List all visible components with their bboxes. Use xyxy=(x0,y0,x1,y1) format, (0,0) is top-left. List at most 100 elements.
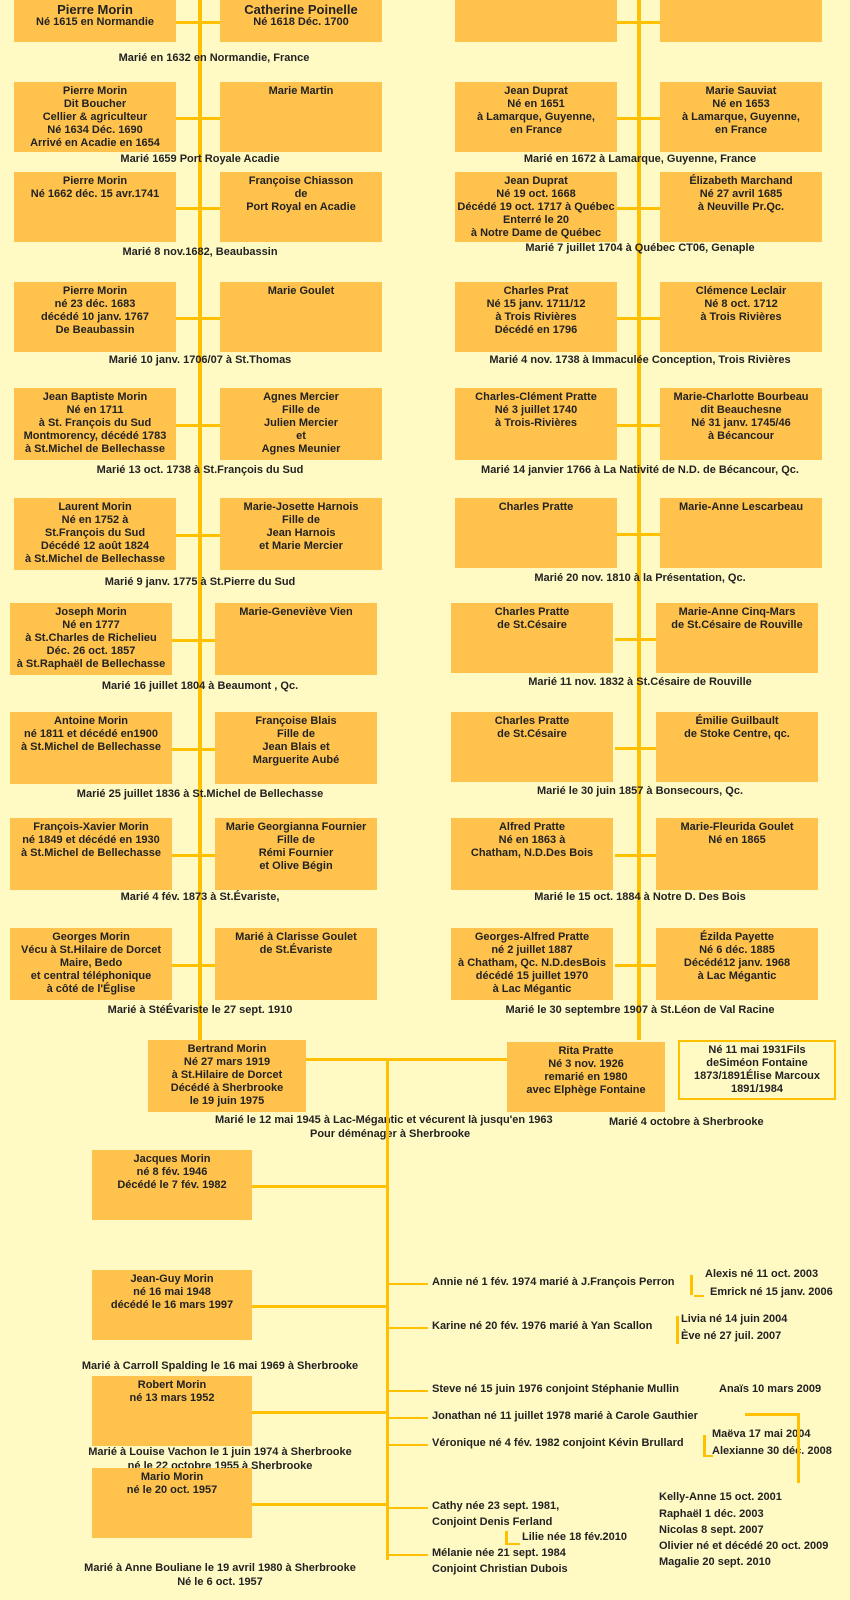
box-text-line: à Notre Dame de Québec xyxy=(470,227,602,239)
box-text-line: Julien Mercier xyxy=(264,417,338,429)
box-text-line: Maire, Bedo xyxy=(59,957,123,969)
marriage-caption: Marié 13 oct. 1738 à St.François du Sud xyxy=(96,464,304,476)
box-text-line: Né 3 nov. 1926 xyxy=(548,1058,624,1070)
grandchild-label: Conjoint Denis Ferland xyxy=(432,1516,553,1528)
box-text-line: Marie-Anne Lescarbeau xyxy=(678,501,804,513)
marriage-caption: Marié 25 juillet 1836 à St.Michel de Bel… xyxy=(76,788,324,800)
box-text-line: à Lamarque, Guyenne, xyxy=(477,111,595,123)
box-text-line: Marie Goulet xyxy=(267,285,335,297)
grandchild-line xyxy=(388,1283,428,1285)
great-grandchild-label: Kelly-Anne 15 oct. 2001 xyxy=(659,1491,782,1503)
wife-box xyxy=(660,0,822,42)
grandchild-line xyxy=(388,1327,428,1329)
box-text-line: Né en 1863 à xyxy=(498,834,566,846)
grandchild-line xyxy=(388,1444,428,1446)
husband-box xyxy=(455,0,617,42)
box-text-line: Né 15 janv. 1711/12 xyxy=(486,298,586,310)
box-text-line: décédé 15 juillet 1970 xyxy=(475,970,589,982)
great-grandchild-label: Ève né 27 juil. 2007 xyxy=(681,1330,782,1342)
great-grandchild-line xyxy=(694,1295,704,1297)
box-text-line: à St.Michel de Bellechasse xyxy=(20,847,161,859)
marriage-caption: Marié à StéÉvariste le 27 sept. 1910 xyxy=(107,1004,293,1016)
son-line xyxy=(250,1503,388,1506)
box-text-line: Cellier & agriculteur xyxy=(42,111,148,123)
box-text-line: Alfred Pratte xyxy=(498,821,566,833)
wife-box: Marie Goulet xyxy=(220,282,382,352)
box-text-line: Né en 1711 xyxy=(66,404,124,416)
marriage-caption: Marié 16 juillet 1804 à Beaumont , Qc. xyxy=(101,680,299,692)
grandchild-line xyxy=(388,1507,428,1509)
grandchild-label: Mélanie née 21 sept. 1984 xyxy=(432,1547,566,1559)
box-text-line: Fille de xyxy=(277,728,315,740)
box-text-line: Élise Marcoux 1891/1984 xyxy=(731,1070,820,1095)
great-grandchild-label: Alexis né 11 oct. 2003 xyxy=(705,1268,819,1280)
marriage-caption: Marié 20 nov. 1810 à la Présentation, Qc… xyxy=(534,572,746,584)
marriage-caption: Marié en 1632 en Normandie, France xyxy=(118,52,310,64)
box-text-line: dit Beauchesne xyxy=(700,404,782,416)
box-text-line: Laurent Morin xyxy=(58,501,132,513)
spouse-line xyxy=(170,964,215,967)
spouse-line xyxy=(615,638,665,641)
spouse-line xyxy=(170,639,215,642)
spouse-line xyxy=(615,747,665,750)
box-text-line: Décédé en 1796 xyxy=(494,324,578,336)
grandchild-label: Jonathan né 11 juillet 1978 marié à Caro… xyxy=(432,1410,698,1422)
husband-box: Charles Pratte xyxy=(455,498,617,568)
box-text-line: Ézilda Payette xyxy=(700,931,774,943)
wife-box: Marie-Geneviève Vien xyxy=(215,603,377,675)
grandchild-label: Véronique né 4 fév. 1982 conjoint Kévin … xyxy=(432,1437,684,1449)
marriage-caption: Marié 4 octobre à Sherbrooke xyxy=(609,1116,764,1128)
box-text-line: Rémi Fournier xyxy=(258,847,334,859)
marriage-caption: Marié 8 nov.1682, Beaubassin xyxy=(122,246,278,258)
box-text-line: à Lamarque, Guyenne, xyxy=(682,111,800,123)
great-grandchild-bracket xyxy=(676,1316,679,1344)
marriage-caption: Marié 4 fév. 1873 à St.Évariste, xyxy=(120,891,280,903)
box-text-line: Fils de xyxy=(706,1044,806,1069)
wife-box: Marie-Anne Lescarbeau xyxy=(660,498,822,568)
box-text-line: Françoise Blais xyxy=(255,715,337,727)
box-text-line: en France xyxy=(510,124,562,136)
box-text-line: à St.Raphaël de Bellechasse xyxy=(16,658,166,670)
son-note: Né le 6 oct. 1957 xyxy=(177,1576,263,1588)
box-text-line: Décédé à Sherbrooke xyxy=(170,1082,284,1094)
box-text-line: Catherine Poinelle xyxy=(244,2,358,17)
grandchild-label: Cathy née 23 sept. 1981, xyxy=(432,1500,560,1512)
box-text-line: Né 27 avril 1685 xyxy=(699,188,783,200)
box-text-line: Décédé12 janv. 1968 xyxy=(683,957,791,969)
great-grandchild-label: Nicolas 8 sept. 2007 xyxy=(659,1524,764,1536)
box-text-line: Chatham, N.D.Des Bois xyxy=(470,847,594,859)
grandchild-label: Steve né 15 juin 1976 conjoint Stéphanie… xyxy=(432,1383,679,1395)
marriage-caption: Marié 9 janv. 1775 à St.Pierre du Sud xyxy=(104,576,296,588)
box-text-line: de Stoke Centre, qc. xyxy=(684,728,790,740)
son-line xyxy=(250,1411,388,1414)
box-text-line: Né 8 oct. 1712 xyxy=(704,298,778,310)
box-text-line: Siméon Fontaine 1873/1891 xyxy=(694,1057,808,1082)
box-text-line: Né 31 janv. 1745/46 xyxy=(691,417,791,429)
box-text-line: à Trois Rivières xyxy=(700,311,782,323)
box-text-line: né le 20 oct. 1957 xyxy=(126,1484,218,1496)
box-text-line: Vécu à St.Hilaire de Dorcet xyxy=(21,944,161,956)
spouse-line xyxy=(615,424,665,427)
box-text-line: Marie-Anne Cinq-Mars xyxy=(678,606,796,618)
box-text-line: de St.Césaire de Rouville xyxy=(671,619,803,631)
box-text-line: né 16 mai 1948 xyxy=(133,1286,211,1298)
son-note: Marié à Anne Bouliane le 19 avril 1980 à… xyxy=(84,1562,356,1574)
box-text-line: Pierre Morin xyxy=(62,285,128,297)
